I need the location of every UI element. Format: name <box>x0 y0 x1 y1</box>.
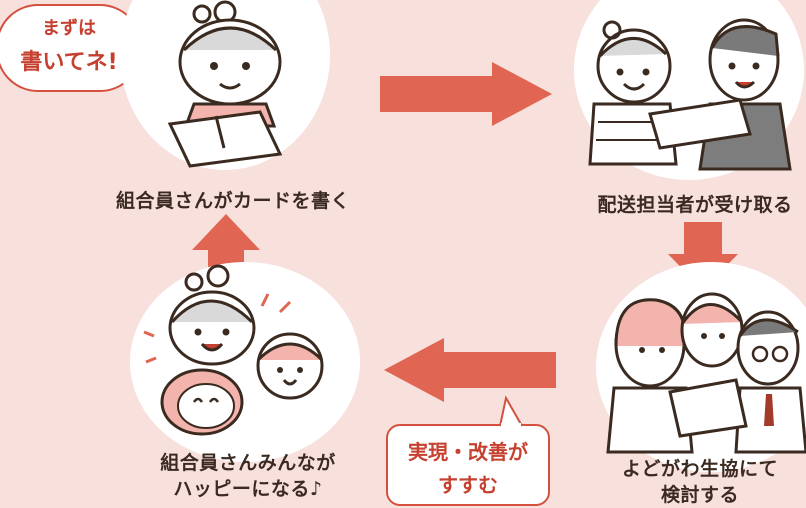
step2-label: 配送担当者が受け取る <box>597 194 793 216</box>
step3-label-line2: 検討する <box>660 484 739 506</box>
step4-label-line1: 組合員さんみんなが <box>160 452 336 474</box>
arrow-down-icon <box>668 222 738 290</box>
delivery-staff-illustration <box>588 18 792 171</box>
speech-bubble-line2: 書いてネ! <box>20 50 118 75</box>
callout-line2: すすむ <box>438 473 498 497</box>
step3-label-line1: よどがわ生協にて <box>621 458 778 480</box>
coop-meeting-illustration <box>606 292 806 454</box>
speech-bubble: まずは 書いてネ! <box>0 4 142 92</box>
step3-label: よどがわ生協にて 検討する <box>590 456 806 508</box>
happy-members-illustration <box>143 264 324 436</box>
step1-label: 組合員さんがカードを書く <box>116 190 351 212</box>
arrow-left-icon <box>384 338 556 402</box>
callout-line1: 実現・改善が <box>408 440 528 464</box>
step4-label: 組合員さんみんなが ハッピーになる♪ <box>128 450 368 502</box>
member-writing-illustration <box>167 0 283 168</box>
arrow-right-icon <box>380 62 552 126</box>
speech-bubble-line1: まずは <box>42 18 96 39</box>
callout-bubble: 実現・改善が すすむ <box>386 424 550 506</box>
callout-tail <box>499 395 523 429</box>
step4-label-line2: ハッピーになる♪ <box>173 478 323 500</box>
